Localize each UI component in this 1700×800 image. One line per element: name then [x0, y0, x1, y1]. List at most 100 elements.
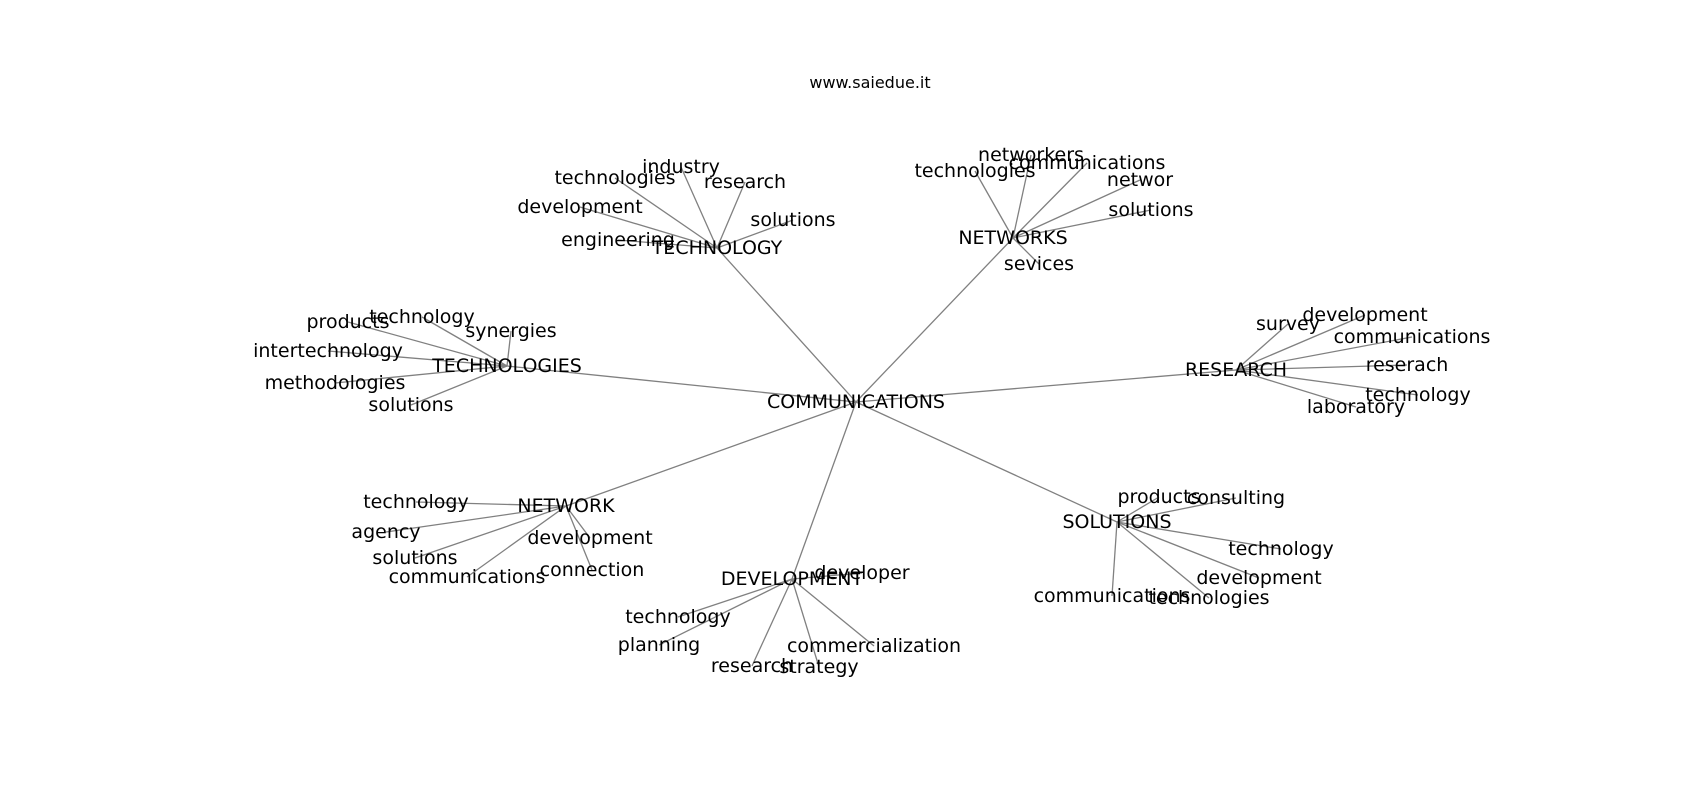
edge-solutions-to-technology	[1116, 521, 1282, 550]
edge-root-to-technology	[716, 247, 857, 403]
edge-technology-to-development	[579, 206, 718, 249]
node-leaf-solutions-technologies: technologies	[1148, 587, 1269, 609]
edge-networks-to-sevices	[1012, 237, 1040, 265]
node-leaf-technology-engineering: engineering	[561, 229, 675, 251]
edge-solutions-to-development	[1116, 521, 1260, 579]
labels-layer: COMMUNICATIONSTECHNOLOGYindustrytechnolo…	[253, 144, 1490, 678]
node-leaf-network-communications: communications	[389, 566, 546, 588]
node-leaf-research-reserach: reserach	[1366, 354, 1449, 376]
node-leaf-technology-research: research	[704, 171, 786, 193]
node-hub-development: DEVELOPMENT	[721, 568, 864, 590]
node-leaf-technology-industry: industry	[642, 156, 720, 178]
edge-root-to-research	[855, 369, 1237, 403]
node-leaf-networks-communications: communications	[1009, 152, 1166, 174]
edge-root-to-development	[791, 401, 857, 580]
edge-technologies-to-intertechnology	[327, 350, 508, 367]
edge-network-to-development	[565, 505, 591, 539]
node-leaf-technologies-products: products	[307, 311, 390, 333]
node-leaf-development-commercialization: commercialization	[787, 635, 961, 657]
node-hub-network: NETWORK	[517, 495, 615, 517]
node-leaf-network-development: development	[527, 527, 652, 549]
edge-research-to-survey	[1235, 323, 1289, 371]
node-leaf-technologies-solutions: solutions	[368, 394, 453, 416]
node-leaf-networks-networkers: networkers	[978, 144, 1084, 166]
node-leaf-development-technology: technology	[625, 606, 731, 628]
node-leaf-networks-networ: networ	[1107, 169, 1173, 191]
node-leaf-solutions-consulting: consulting	[1187, 487, 1285, 509]
node-root-communications: COMMUNICATIONS	[767, 391, 945, 413]
edge-network-to-solutions	[414, 505, 567, 559]
node-leaf-technologies-methodologies: methodologies	[265, 372, 406, 394]
edge-development-to-technology	[677, 578, 793, 618]
node-hub-technologies: TECHNOLOGIES	[431, 355, 582, 377]
edge-research-to-communications	[1235, 336, 1413, 371]
edge-network-to-connection	[565, 505, 593, 571]
edge-network-to-technology	[415, 501, 567, 507]
edge-technology-to-solutions	[716, 219, 794, 249]
edge-research-to-reserach	[1235, 364, 1408, 371]
edge-development-to-research	[751, 578, 793, 667]
edge-technologies-to-solutions	[410, 365, 508, 406]
node-leaf-development-planning: planning	[618, 634, 700, 656]
node-leaf-solutions-products: products	[1118, 486, 1201, 508]
node-leaf-development-research: research	[711, 655, 793, 677]
edge-networks-to-networ	[1012, 179, 1141, 239]
edge-technologies-to-products	[347, 321, 508, 367]
edge-solutions-to-technologies	[1116, 521, 1210, 599]
node-leaf-research-technology: technology	[1365, 384, 1471, 406]
edge-development-to-commercialization	[791, 578, 875, 647]
node-leaf-networks-sevices: sevices	[1004, 253, 1074, 275]
node-leaf-technologies-technology: technology	[369, 306, 475, 328]
edge-technologies-to-technology	[421, 316, 508, 367]
edge-root-to-network	[565, 401, 857, 507]
edge-solutions-to-products	[1116, 496, 1160, 523]
diagram-title: www.saiedue.it	[809, 73, 930, 92]
node-hub-technology: TECHNOLOGY	[651, 237, 783, 259]
node-leaf-networks-solutions: solutions	[1108, 199, 1193, 221]
node-hub-research: RESEARCH	[1185, 359, 1287, 381]
node-hub-networks: NETWORKS	[958, 227, 1067, 249]
edge-technologies-to-synergies	[506, 330, 512, 367]
node-leaf-research-laboratory: laboratory	[1307, 396, 1405, 418]
node-leaf-development-strategy: strategy	[779, 656, 858, 678]
node-leaf-technology-technologies: technologies	[554, 167, 675, 189]
edge-research-to-development	[1235, 314, 1366, 371]
edge-technology-to-engineering	[617, 239, 718, 249]
node-leaf-solutions-communications: communications	[1034, 585, 1191, 607]
edges-layer	[327, 154, 1419, 668]
edge-networks-to-solutions	[1012, 209, 1152, 239]
edge-networks-to-technologies	[974, 170, 1014, 239]
edge-technology-to-industry	[680, 166, 718, 249]
edge-technologies-to-methodologies	[334, 365, 508, 384]
edge-development-to-developer	[791, 572, 863, 580]
edge-root-to-technologies	[506, 365, 857, 403]
node-leaf-network-technology: technology	[363, 491, 469, 513]
edge-research-to-technology	[1235, 369, 1419, 396]
node-leaf-network-agency: agency	[351, 521, 420, 543]
edge-research-to-laboratory	[1235, 369, 1357, 408]
edge-networks-to-communications	[1012, 162, 1088, 239]
edge-solutions-to-communications	[1111, 521, 1118, 597]
node-leaf-technology-solutions: solutions	[750, 209, 835, 231]
edge-development-to-planning	[658, 578, 793, 646]
edge-development-to-strategy	[791, 578, 820, 668]
node-leaf-solutions-technology: technology	[1228, 538, 1334, 560]
node-leaf-technologies-synergies: synergies	[465, 320, 556, 342]
node-leaf-solutions-development: development	[1196, 567, 1321, 589]
edge-network-to-communications	[466, 505, 567, 578]
node-leaf-network-solutions: solutions	[372, 547, 457, 569]
node-leaf-technology-development: development	[517, 196, 642, 218]
node-leaf-research-development: development	[1302, 304, 1427, 326]
edge-technology-to-research	[716, 181, 746, 249]
node-leaf-networks-technologies: technologies	[914, 160, 1035, 182]
edge-technology-to-technologies	[614, 177, 718, 249]
node-hub-solutions: SOLUTIONS	[1063, 511, 1172, 533]
node-leaf-research-survey: survey	[1256, 313, 1320, 335]
edge-network-to-agency	[385, 505, 567, 533]
edge-root-to-solutions	[855, 401, 1118, 523]
node-leaf-technologies-intertechnology: intertechnology	[253, 340, 403, 362]
edge-solutions-to-consulting	[1116, 497, 1237, 523]
node-leaf-research-communications: communications	[1334, 326, 1491, 348]
edge-networks-to-networkers	[1012, 154, 1032, 239]
